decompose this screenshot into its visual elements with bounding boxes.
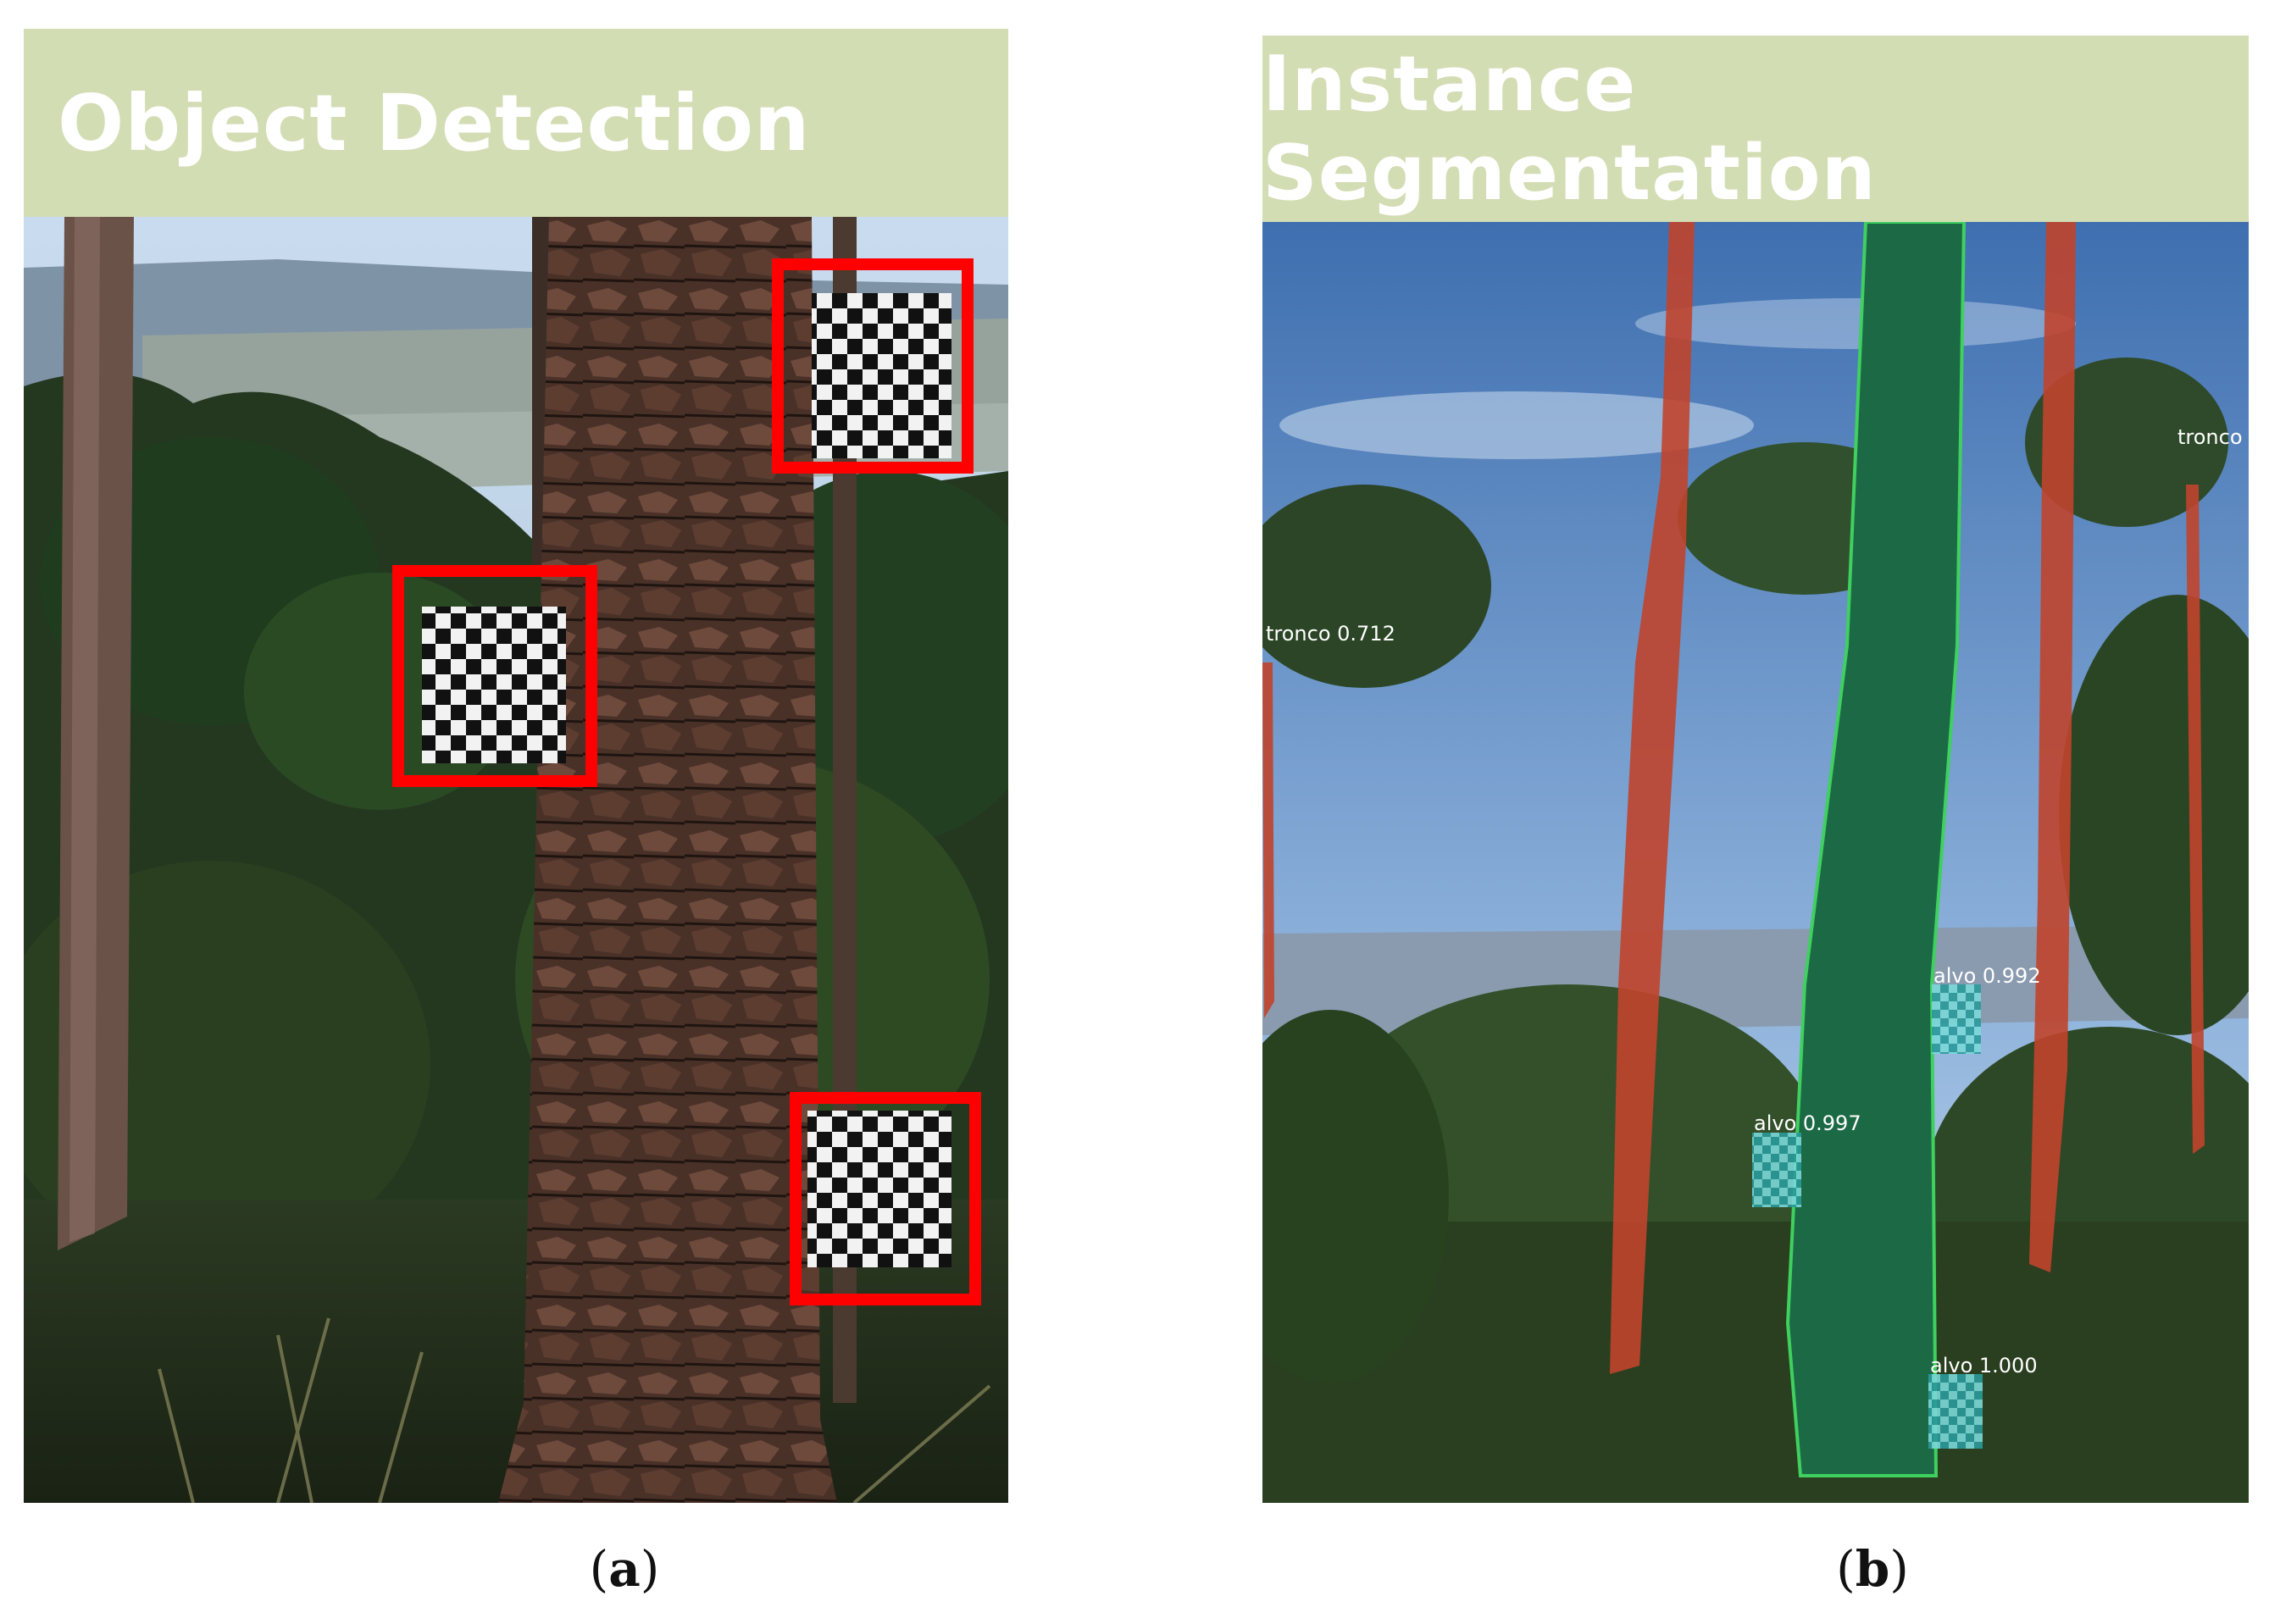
- object-detection-header: Object Detection: [24, 29, 1008, 217]
- caption-a-letter: a: [608, 1540, 641, 1598]
- segment-label: alvo 0.992: [1933, 964, 2041, 988]
- segmented-target: [1928, 1374, 1983, 1449]
- object-detection-title: Object Detection: [58, 77, 811, 169]
- detection-box: [772, 258, 974, 474]
- segment-label: alvo 0.997: [1754, 1111, 1861, 1135]
- forest-photo-a: [24, 217, 1008, 1503]
- caption-b: (b): [1836, 1540, 1909, 1598]
- segment-label: alvo 1.000: [1930, 1354, 2038, 1377]
- caption-b-close: ): [1889, 1540, 1909, 1598]
- instance-segmentation-title: Instance Segmentation: [1262, 40, 1877, 218]
- forest-photo-b: tronco tronco 0.712 alvo 0.992 alvo 0.99…: [1262, 222, 2249, 1503]
- segmented-target: [1932, 984, 1981, 1054]
- checkerboard-target: [807, 1111, 951, 1267]
- segment-label: tronco: [2177, 425, 2243, 449]
- instance-segmentation-photo: tronco tronco 0.712 alvo 0.992 alvo 0.99…: [1262, 222, 2249, 1503]
- caption-a-open: (: [589, 1540, 609, 1598]
- checkerboard-target: [812, 293, 951, 458]
- caption-a: (a): [590, 1540, 660, 1598]
- detection-box: [790, 1092, 981, 1305]
- instance-segmentation-header: Instance Segmentation: [1262, 36, 2249, 222]
- detection-box: [392, 565, 597, 787]
- checkerboard-target: [422, 607, 566, 763]
- caption-b-letter: b: [1855, 1540, 1890, 1598]
- caption-b-open: (: [1836, 1540, 1856, 1598]
- segment-label: tronco 0.712: [1266, 622, 1395, 646]
- segmented-target: [1752, 1133, 1801, 1207]
- object-detection-photo: [24, 217, 1008, 1503]
- caption-a-close: ): [640, 1540, 660, 1598]
